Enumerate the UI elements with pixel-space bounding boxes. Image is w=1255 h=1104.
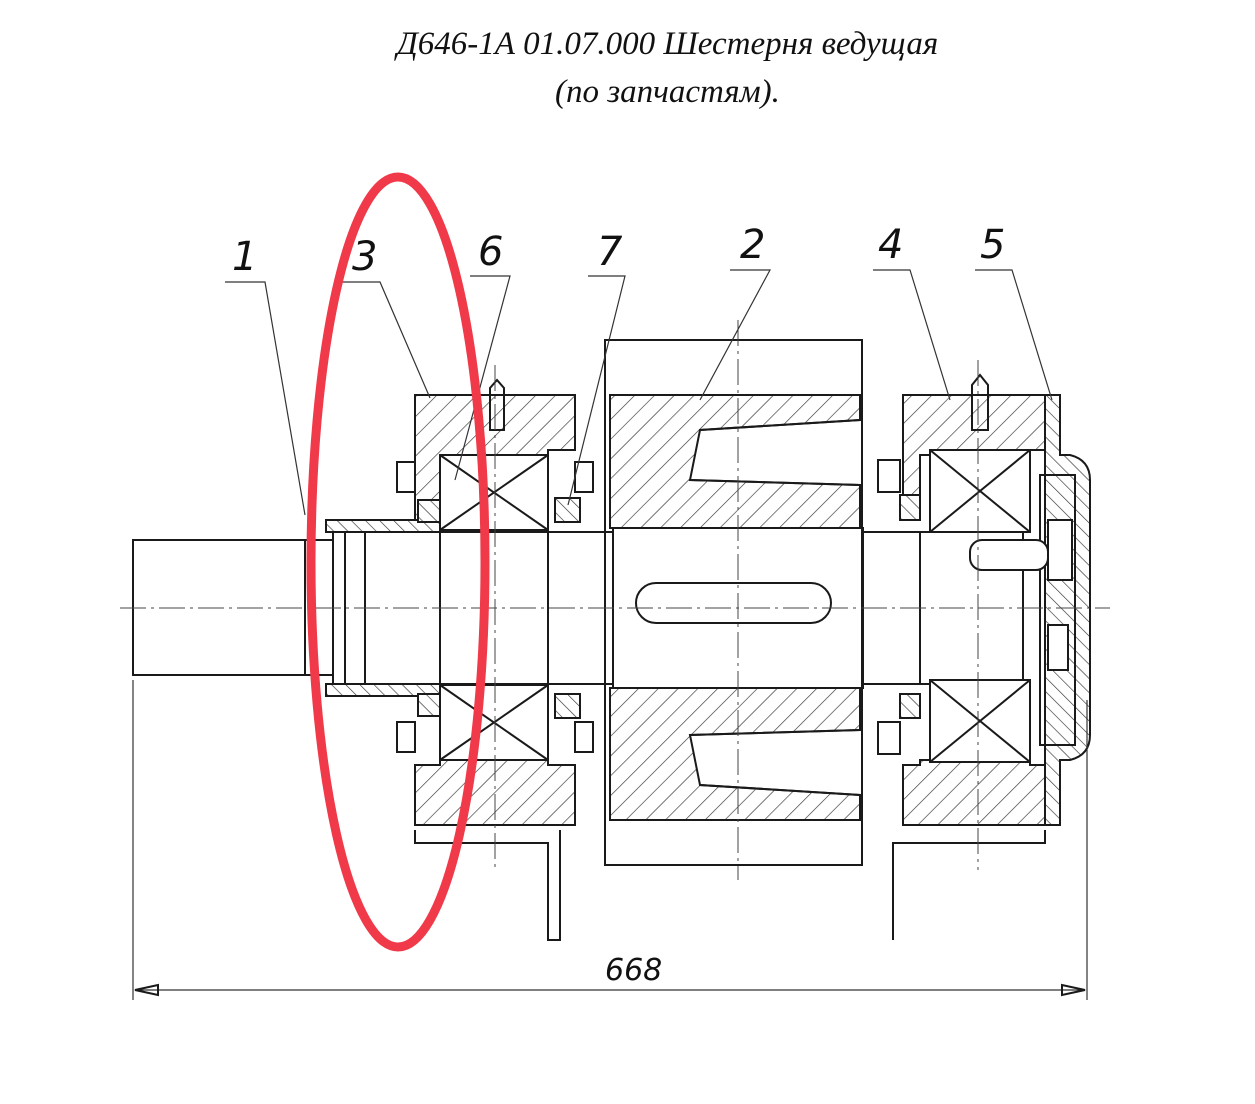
- seal: [554, 497, 581, 719]
- drawing-subtitle: (по запчастям).: [555, 74, 780, 110]
- label-part-4: 4: [878, 222, 903, 268]
- label-part-6: 6: [478, 229, 503, 275]
- highlight-ellipse: [306, 172, 490, 952]
- right-housing: [877, 373, 1046, 826]
- right-bearing: [929, 449, 1031, 763]
- keyway: [635, 582, 832, 624]
- drawing-title: Д646-1А 01.07.000 Шестерня ведущая: [396, 26, 939, 62]
- left-bolt-bottom: [396, 721, 416, 753]
- centerlines: [120, 320, 1110, 880]
- grease-nipple-left: [489, 378, 505, 431]
- end-cover: [969, 394, 1091, 826]
- leader-lines: [225, 269, 1053, 516]
- dimension-value: 668: [605, 953, 662, 988]
- label-part-3: 3: [352, 234, 377, 280]
- shaft: [132, 527, 1024, 689]
- left-bolt-top: [396, 461, 416, 493]
- grease-nipple-right: [971, 373, 989, 431]
- label-part-7: 7: [597, 229, 623, 275]
- label-part-1: 1: [232, 234, 257, 280]
- end-bolt: [969, 539, 1049, 571]
- label-part-5: 5: [980, 222, 1005, 268]
- left-housing: [396, 378, 594, 826]
- overall-dimension: 668: [132, 680, 1088, 1000]
- support-brackets: [414, 830, 1046, 941]
- label-part-2: 2: [740, 222, 765, 268]
- left-bearing: [439, 454, 549, 761]
- left-bushing: [325, 519, 441, 697]
- gear: [604, 339, 863, 866]
